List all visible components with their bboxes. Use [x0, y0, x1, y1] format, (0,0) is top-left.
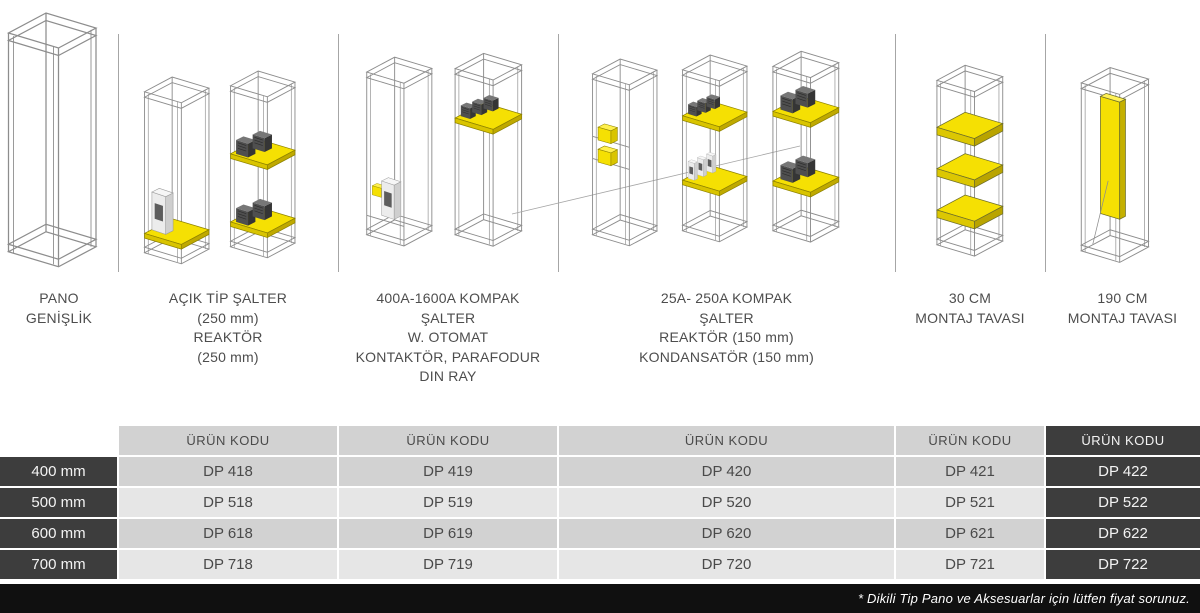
column-divider	[558, 34, 559, 272]
header-line: ŞALTER	[420, 309, 476, 326]
code-cell-dark: DP 422	[1046, 457, 1200, 486]
column-header-acik-tip-salter: AÇIK TİP ŞALTER (250 mm) REAKTÖR (250 mm…	[118, 289, 338, 367]
table-corner-spacer	[0, 426, 117, 455]
code-cell: DP 519	[339, 488, 557, 517]
width-cell: 500 mm	[0, 488, 117, 517]
column-header-montaj-tavasi-30: 30 CM MONTAJ TAVASI	[895, 289, 1045, 328]
header-line: REAKTÖR (150 mm)	[659, 329, 794, 345]
header-line: GENİŞLİK	[25, 309, 93, 326]
column-header-kompak-salter-400-1600: 400A-1600A KOMPAK ŞALTER W. OTOMAT KONTA…	[338, 289, 558, 387]
code-header-cell: ÜRÜN KODU	[119, 426, 337, 455]
width-cell: 400 mm	[0, 457, 117, 486]
header-line: MONTAJ TAVASI	[1067, 309, 1178, 326]
empty-cabinet-frame-illustration	[7, 12, 97, 268]
cabinet-kompak-salter-25-250-illustration	[592, 58, 658, 247]
cabinet-montaj-tavasi-190cm-illustration	[1080, 67, 1149, 263]
cabinet-reaktor-150-illustration	[772, 50, 840, 243]
width-cell: 700 mm	[0, 550, 117, 579]
column-header-montaj-tavasi-190: 190 CM MONTAJ TAVASI	[1045, 289, 1200, 328]
code-cell-dark: DP 522	[1046, 488, 1200, 517]
header-line: 400A-1600A KOMPAK	[376, 290, 520, 306]
header-line: KONDANSATÖR (150 mm)	[639, 348, 814, 365]
header-line: 30 CM	[948, 290, 992, 306]
cabinet-illustrations	[7, 12, 1149, 268]
code-cell: DP 721	[896, 550, 1044, 579]
code-cell: DP 620	[559, 519, 894, 548]
code-header-cell: ÜRÜN KODU	[559, 426, 894, 455]
code-cell: DP 719	[339, 550, 557, 579]
code-cell: DP 419	[339, 457, 557, 486]
leader-line	[511, 145, 801, 215]
cabinet-acik-tip-salter-illustration	[144, 76, 210, 265]
width-cell: 600 mm	[0, 519, 117, 548]
code-cell: DP 421	[896, 457, 1044, 486]
column-divider	[118, 34, 119, 272]
cabinet-din-ray-illustration	[454, 52, 523, 247]
column-divider	[338, 34, 339, 272]
cabinet-reaktor-illustration	[230, 70, 296, 259]
column-divider	[895, 34, 896, 272]
header-line: (250 mm)	[197, 309, 259, 326]
column-header-kompak-salter-25-250: 25A- 250A KOMPAK ŞALTER REAKTÖR (150 mm)…	[558, 289, 895, 367]
illustration-area: PANO GENİŞLİK AÇIK TİP ŞALTER (250 mm) R…	[0, 12, 1200, 387]
product-code-table: ÜRÜN KODU ÜRÜN KODU ÜRÜN KODU ÜRÜN KODU …	[0, 426, 1200, 579]
code-cell: DP 521	[896, 488, 1044, 517]
column-header-pano-genislik: PANO GENİŞLİK	[0, 289, 118, 328]
code-cell: DP 718	[119, 550, 337, 579]
code-cell: DP 420	[559, 457, 894, 486]
footer-note: * Dikili Tip Pano ve Aksesuarlar için lü…	[857, 591, 1190, 606]
code-header-cell-dark: ÜRÜN KODU	[1046, 426, 1200, 455]
header-line: AÇIK TİP ŞALTER	[168, 290, 288, 306]
header-line: 190 CM	[1097, 290, 1148, 306]
cabinet-kompak-salter-400-1600-illustration	[366, 56, 433, 247]
header-line: KONTAKTÖR, PARAFODUR	[355, 348, 541, 365]
header-line: MONTAJ TAVASI	[915, 309, 1025, 326]
code-cell: DP 518	[119, 488, 337, 517]
footer-bar: * Dikili Tip Pano ve Aksesuarlar için lü…	[0, 584, 1200, 613]
cabinet-kondansator-illustration	[682, 54, 748, 243]
code-cell: DP 621	[896, 519, 1044, 548]
header-line: ŞALTER	[699, 309, 754, 326]
header-line: 25A- 250A KOMPAK	[660, 290, 793, 306]
header-line: (250 mm)	[197, 348, 259, 365]
code-cell-dark: DP 622	[1046, 519, 1200, 548]
code-cell: DP 520	[559, 488, 894, 517]
code-header-cell: ÜRÜN KODU	[339, 426, 557, 455]
header-line: W. OTOMAT	[407, 329, 489, 345]
header-line: REAKTÖR	[193, 329, 263, 345]
code-header-cell: ÜRÜN KODU	[896, 426, 1044, 455]
code-cell: DP 720	[559, 550, 894, 579]
code-cell: DP 619	[339, 519, 557, 548]
header-line: PANO	[39, 290, 79, 306]
cabinet-montaj-tavasi-30cm-illustration	[936, 64, 1004, 257]
code-cell: DP 418	[119, 457, 337, 486]
code-cell-dark: DP 722	[1046, 550, 1200, 579]
column-divider	[1045, 34, 1046, 272]
header-line: DIN RAY	[419, 368, 477, 384]
code-cell: DP 618	[119, 519, 337, 548]
